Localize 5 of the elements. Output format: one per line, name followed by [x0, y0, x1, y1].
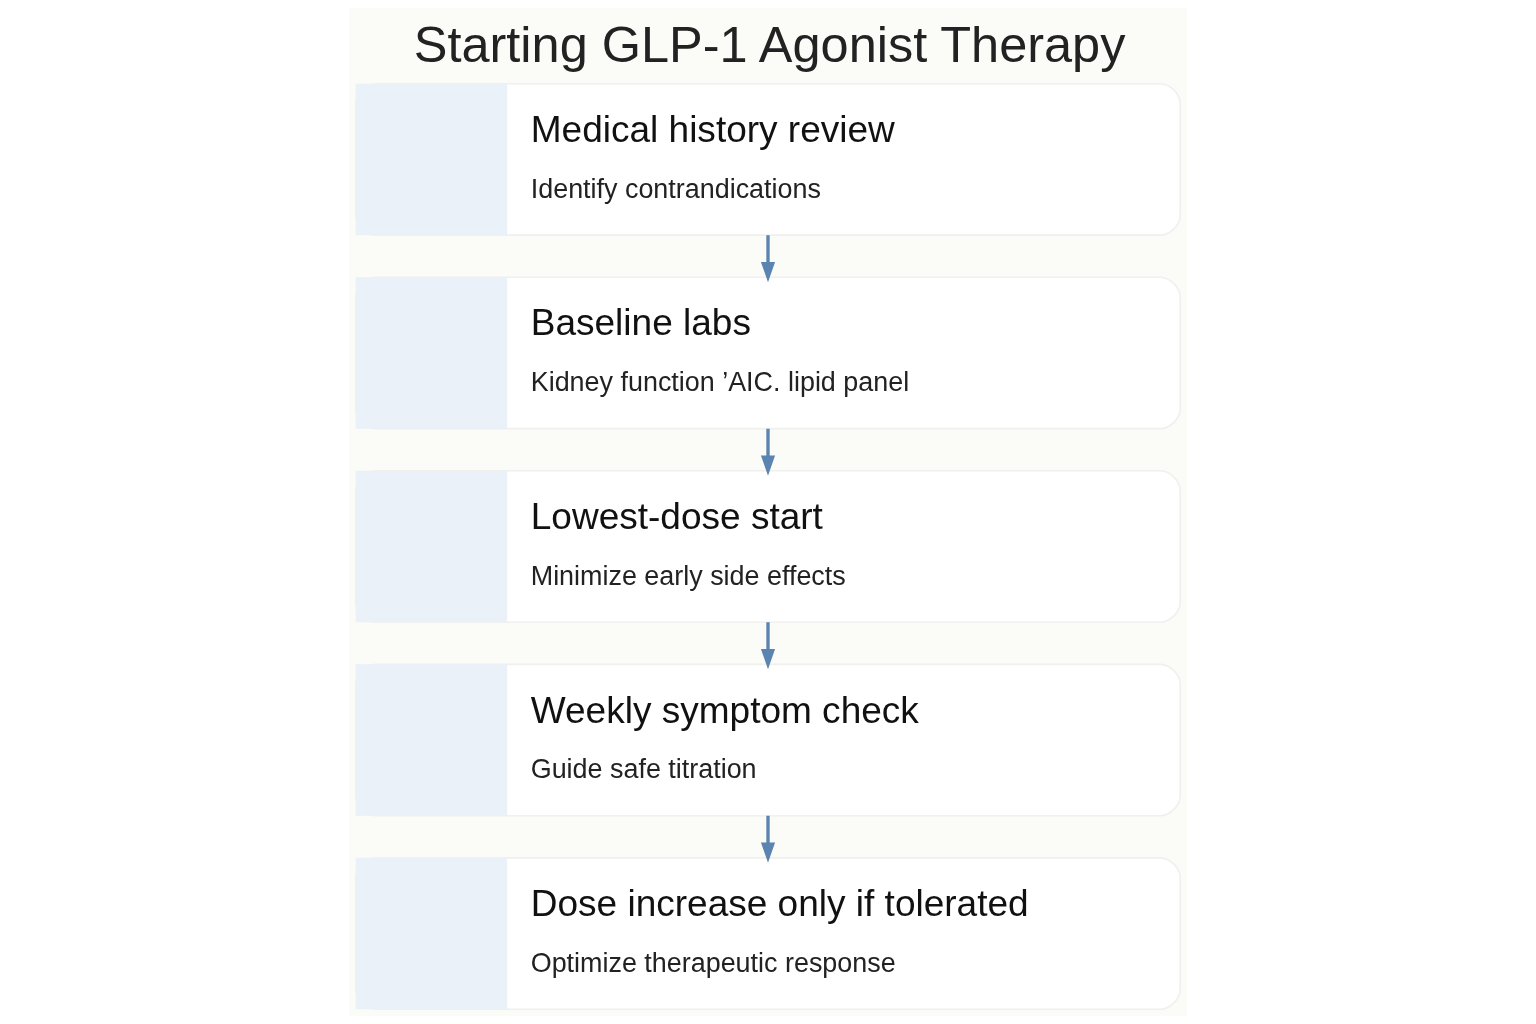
arrow	[760, 622, 776, 670]
arrow	[760, 235, 776, 283]
diagram-title: Starting GLP-1 Agonist Therapy	[413, 15, 1126, 73]
arrow	[760, 815, 776, 863]
arrow	[760, 428, 776, 476]
